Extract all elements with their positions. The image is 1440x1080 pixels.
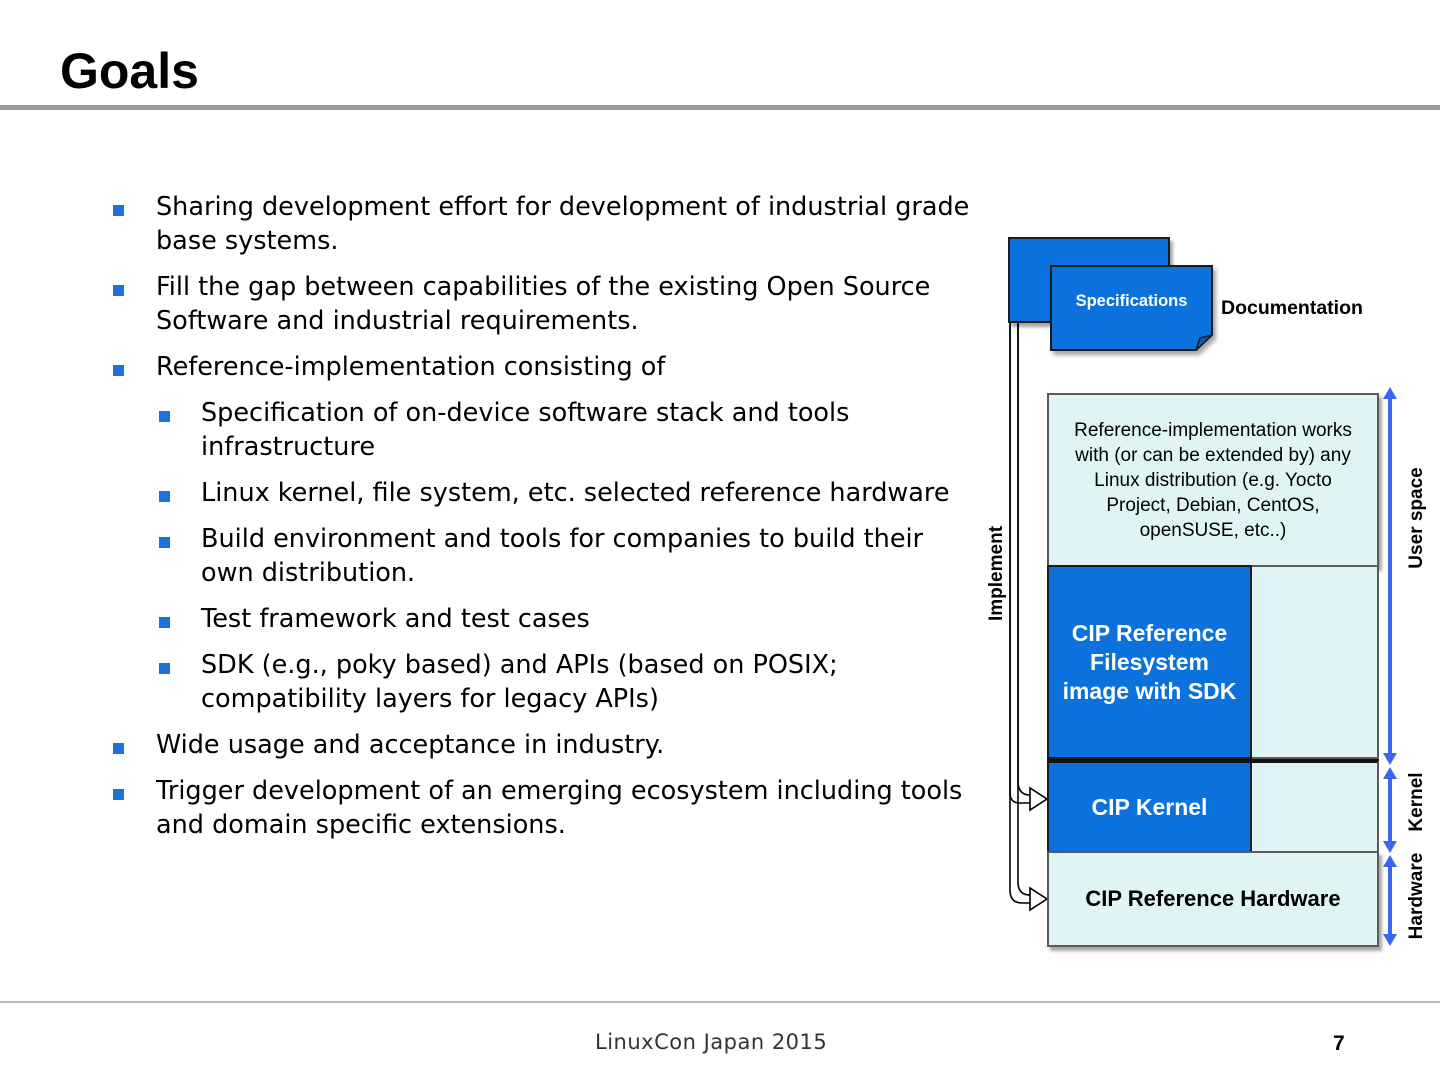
slide-title: Goals	[60, 43, 199, 99]
bullet-item: Reference-implementation consisting of	[108, 350, 978, 384]
bullet-item: Wide usage and acceptance in industry.	[108, 728, 978, 762]
filesystem-label: CIP Reference Filesystem image with SDK	[1062, 619, 1237, 704]
hardware-box: CIP Reference Hardware	[1047, 851, 1379, 947]
sub-bullet-item: Test framework and test cases	[108, 602, 978, 636]
implement-arrow	[1009, 323, 1049, 912]
footer-divider	[0, 1001, 1440, 1003]
kernel-box-label: CIP Kernel	[1091, 793, 1208, 820]
layer-range-arrows	[1383, 387, 1397, 946]
title-divider	[0, 105, 1440, 110]
sub-bullet-item: SDK (e.g., poky based) and APIs (based o…	[108, 648, 978, 716]
sub-bullet-item: Specification of on-device software stac…	[108, 396, 978, 464]
page-number: 7	[1333, 1032, 1345, 1055]
filesystem-box: CIP Reference Filesystem image with SDK	[1047, 565, 1252, 759]
user-space-label: User space	[1406, 467, 1427, 569]
hardware-box-label: CIP Reference Hardware	[1085, 886, 1341, 911]
specifications-document: Specifications	[1050, 265, 1213, 351]
reference-implementation-text: Reference-implementation works with (or …	[1074, 420, 1352, 541]
bullet-item: Fill the gap between capabilities of the…	[108, 270, 978, 338]
sub-bullet-item: Build environment and tools for companie…	[108, 522, 978, 590]
implement-label: Implement	[986, 525, 1007, 621]
specifications-label: Specifications	[1075, 292, 1188, 310]
documentation-label: Documentation	[1221, 297, 1363, 319]
bullet-list: Sharing development effort for developme…	[108, 190, 978, 854]
kernel-box: CIP Kernel	[1047, 759, 1252, 853]
bullet-item: Trigger development of an emerging ecosy…	[108, 774, 978, 842]
hardware-label: Hardware	[1406, 852, 1427, 940]
architecture-diagram: Specifications Documentation Implement R…	[980, 225, 1440, 965]
kernel-label: Kernel	[1406, 772, 1427, 832]
footer-text: LinuxCon Japan 2015	[595, 1030, 828, 1054]
sub-bullet-item: Linux kernel, file system, etc. selected…	[108, 476, 978, 510]
bullet-item: Sharing development effort for developme…	[108, 190, 978, 258]
